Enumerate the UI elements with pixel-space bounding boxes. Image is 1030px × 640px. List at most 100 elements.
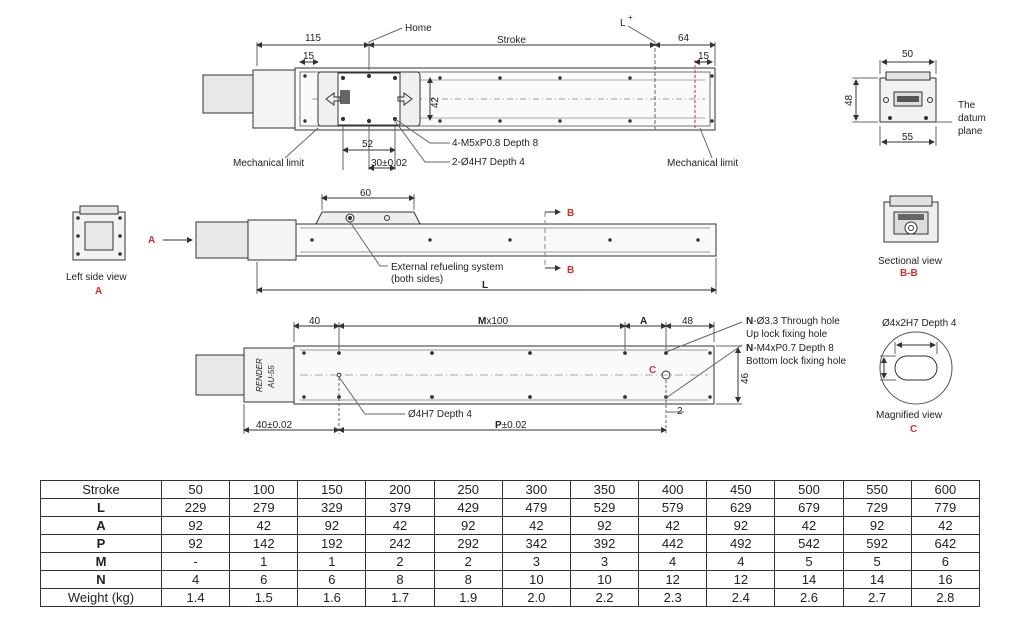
table-cell: 242 xyxy=(365,534,435,553)
table-cell: 92 xyxy=(160,516,231,535)
table-cell: 4 xyxy=(160,570,231,589)
table-cell: 3 xyxy=(501,552,571,571)
table-cell: 629 xyxy=(706,498,776,517)
table-cell: 442 xyxy=(638,534,708,553)
row-header: Stroke xyxy=(40,480,162,499)
table-cell: 392 xyxy=(569,534,640,553)
magnified-view xyxy=(879,331,953,405)
table-cell: 42 xyxy=(638,516,708,535)
table-cell: 1 xyxy=(229,552,299,571)
view-arrow-a: A xyxy=(148,235,155,246)
sectional-view xyxy=(883,195,939,243)
note-m4: N-M4xP0.7 Depth 8 xyxy=(746,343,834,354)
hole-spec-4h7: 2-Ø4H7 Depth 4 xyxy=(452,157,525,168)
row-header: A xyxy=(40,516,162,535)
table-cell: 2.3 xyxy=(638,588,708,607)
dim-p: P±0.02 xyxy=(495,420,527,431)
table-cell: 729 xyxy=(842,498,912,517)
note-bottom-lock: Bottom lock fixing hole xyxy=(746,356,846,367)
table-cell: 1.4 xyxy=(160,588,231,607)
table-cell: 42 xyxy=(365,516,435,535)
table-cell: 2.8 xyxy=(910,588,981,607)
left-side-view-text: Left side view A xyxy=(66,272,127,297)
dim-48-bottom: 48 xyxy=(682,316,694,327)
table-cell: 2.0 xyxy=(501,588,571,607)
plus-mark: + xyxy=(628,13,633,22)
refuel-label-1: External refueling system xyxy=(391,262,503,273)
table-cell: 1.5 xyxy=(229,588,299,607)
row-header: N xyxy=(40,570,162,589)
left-side-view-letter: A xyxy=(95,286,102,297)
table-cell: 5 xyxy=(774,552,844,571)
table-cell: 92 xyxy=(297,516,367,535)
table-cell: 2.7 xyxy=(842,588,912,607)
table-cell: 4 xyxy=(706,552,776,571)
table-cell: 2.2 xyxy=(569,588,640,607)
left-side-view-label: Left side view xyxy=(66,272,127,283)
dim-l: L xyxy=(482,280,488,291)
sectional-view-text: Sectional view B-B xyxy=(878,256,943,279)
table-cell: 42 xyxy=(774,516,844,535)
table-cell: 479 xyxy=(501,498,571,517)
table-cell: 350 xyxy=(569,480,640,499)
table-cell: 2.4 xyxy=(706,588,776,607)
table-cell: 150 xyxy=(297,480,367,499)
table-cell: 529 xyxy=(569,498,640,517)
dim-42: 42 xyxy=(430,96,441,108)
datum-line-1: The xyxy=(958,100,976,111)
magnified-view-label: Magnified view xyxy=(876,410,943,421)
table-cell: 292 xyxy=(433,534,503,553)
table-cell: 600 xyxy=(910,480,981,499)
p-letter: P xyxy=(495,420,502,431)
magnified-view-letter: C xyxy=(910,424,917,435)
row-header: P xyxy=(40,534,162,553)
motor-body xyxy=(202,74,254,114)
table-cell: 92 xyxy=(160,534,231,553)
row-header: Weight (kg) xyxy=(40,588,162,607)
table-cell: 100 xyxy=(229,480,299,499)
table-cell: 342 xyxy=(501,534,571,553)
table-cell: 42 xyxy=(229,516,299,535)
dim-46: 46 xyxy=(740,372,751,384)
table-cell: 1.7 xyxy=(365,588,435,607)
note-through-hole: N-Ø3.3 Through hole xyxy=(746,316,840,327)
bottom-view xyxy=(195,321,743,434)
table-cell: 400 xyxy=(638,480,708,499)
magnified-view-text: Ø4x2H7 Depth 4 Magnified view C xyxy=(876,318,957,435)
side-view-text: A 60 B B External refueling system (both… xyxy=(148,188,574,291)
dim-2: 2 xyxy=(677,406,683,417)
home-label: Home xyxy=(405,23,432,34)
table-cell: 142 xyxy=(229,534,299,553)
table-cell: 250 xyxy=(433,480,503,499)
left-side-view xyxy=(72,205,126,261)
table-cell: 2 xyxy=(365,552,435,571)
side-view xyxy=(163,194,717,294)
note-up-lock: Up lock fixing hole xyxy=(746,329,828,340)
row-header: M xyxy=(40,552,162,571)
m-suffix: x100 xyxy=(486,316,508,327)
table-cell: 92 xyxy=(706,516,776,535)
table-cell: 779 xyxy=(910,498,981,517)
magnified-hole-spec: Ø4x2H7 Depth 4 xyxy=(882,318,957,329)
table-cell: 450 xyxy=(706,480,776,499)
dim-64: 64 xyxy=(678,33,690,44)
dim-15-left: 15 xyxy=(303,51,315,62)
table-cell: 679 xyxy=(774,498,844,517)
detail-c-marker: C xyxy=(649,365,656,376)
p-suffix: ±0.02 xyxy=(502,420,527,431)
table-cell: 592 xyxy=(842,534,912,553)
datum-line-2: datum xyxy=(958,113,986,124)
table-cell: 279 xyxy=(229,498,299,517)
table-cell: 6 xyxy=(910,552,981,571)
table-cell: 192 xyxy=(297,534,367,553)
table-cell: 500 xyxy=(774,480,844,499)
l-plus-label: L xyxy=(620,18,626,29)
table-cell: 542 xyxy=(774,534,844,553)
hole-spec-m5: 4-M5xP0.8 Depth 8 xyxy=(452,138,539,149)
table-cell: 92 xyxy=(842,516,912,535)
